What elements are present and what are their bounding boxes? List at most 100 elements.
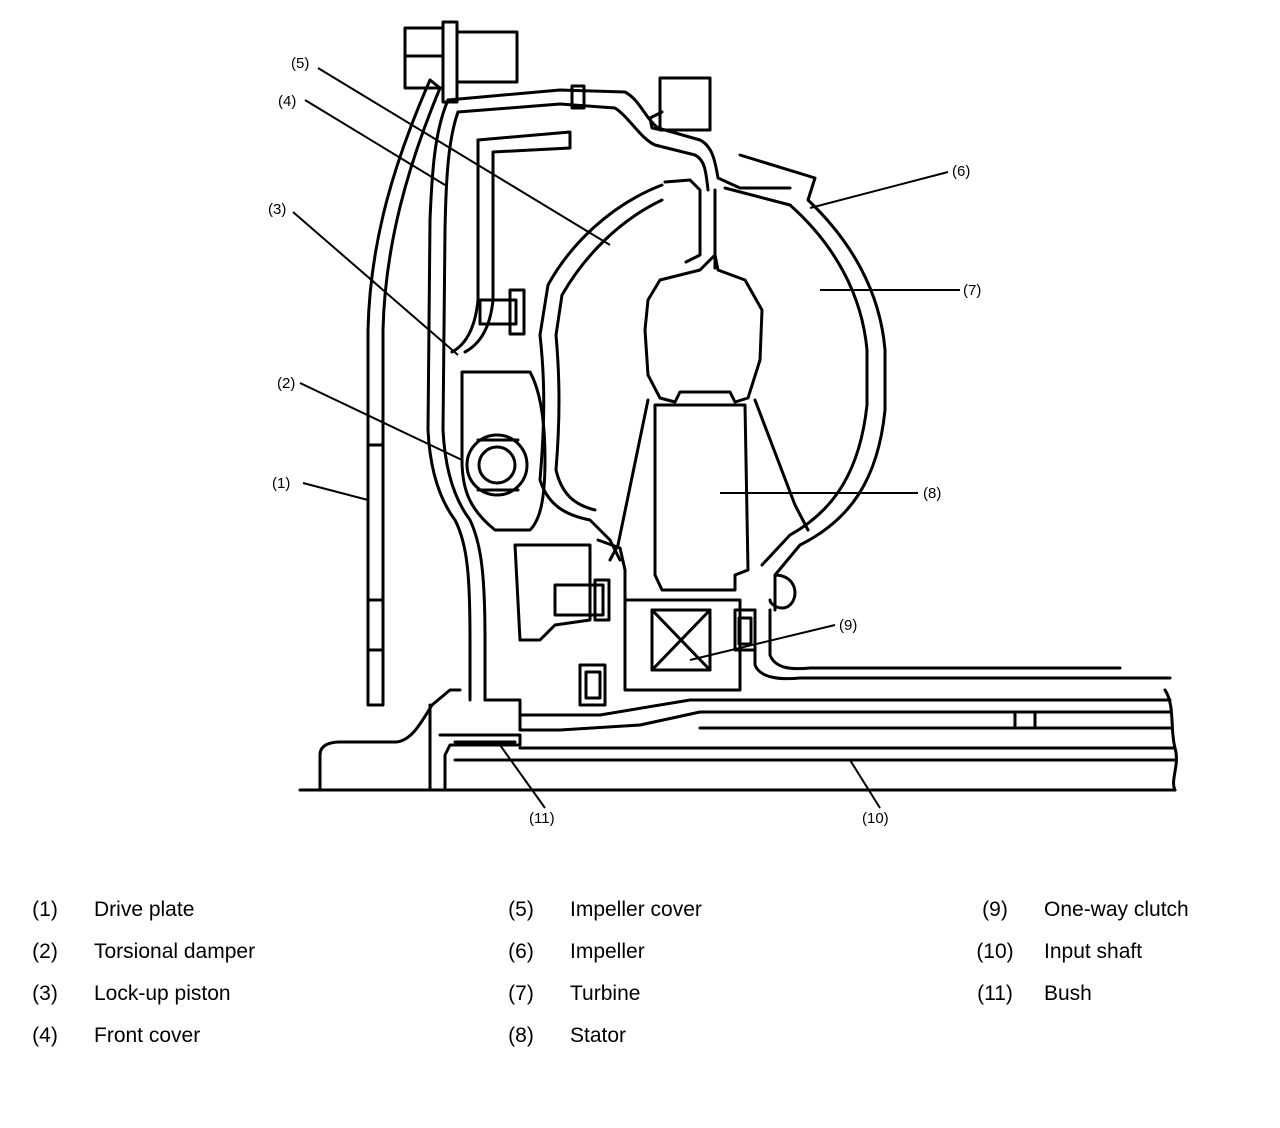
- legend-number: (4): [32, 1024, 58, 1047]
- legend-item-one-way-clutch: (9) One-way clutch: [960, 895, 1260, 925]
- legend-number: (3): [32, 982, 58, 1005]
- legend-number: (7): [508, 982, 534, 1005]
- lock-up-piston: [463, 130, 572, 354]
- converter-neck: [483, 698, 1172, 732]
- crank-flange: [318, 688, 462, 757]
- legend-label: Drive plate: [94, 898, 195, 921]
- legend-label: Torsional damper: [94, 940, 256, 963]
- leader-6: [809, 171, 949, 209]
- legend-number: (8): [508, 1024, 534, 1047]
- piston-rivet: [478, 298, 518, 326]
- callout-6: (6): [952, 163, 970, 180]
- oil-seal-left: [578, 663, 607, 707]
- legend-item-bush: (11) Bush: [960, 979, 1260, 1009]
- legend-label: Lock-up piston: [94, 982, 231, 1005]
- stator-blade-left: [608, 398, 650, 562]
- legend-item-drive-plate: (1) Drive plate: [10, 895, 410, 925]
- impeller-shell-inner: [723, 186, 869, 567]
- piston-rivet-cap: [508, 288, 526, 336]
- torque-converter-diagram: (1) (2) (3) (4) (5) (6) (7) (8) (9) (10)…: [268, 20, 1178, 827]
- drive-plate: [366, 78, 442, 707]
- one-way-clutch-x2: [650, 608, 712, 672]
- stator-hub-bar: [596, 538, 627, 602]
- turbine-hub: [513, 543, 592, 642]
- legend-label: Front cover: [94, 1024, 201, 1047]
- impeller-shell-outer: [738, 153, 887, 612]
- clutch-seal-inner: [737, 616, 753, 646]
- legend-label: Impeller cover: [570, 898, 702, 921]
- legend-number: (10): [976, 940, 1014, 963]
- impeller-hub-sleeve: [753, 608, 1172, 681]
- mounting-bolt-shank: [455, 30, 519, 84]
- legend-number: (2): [32, 940, 58, 963]
- legend-item-torsional-damper: (2) Torsional damper: [10, 937, 410, 967]
- legend-number: (1): [32, 898, 58, 921]
- hub-rivet: [553, 583, 605, 617]
- leader-3: [292, 211, 459, 356]
- front-cover-outer: [446, 88, 792, 190]
- leader-11: [499, 744, 546, 809]
- bush-sleeve: [438, 733, 522, 792]
- clutch-race-outer: [623, 598, 742, 692]
- callout-2: (2): [277, 375, 295, 392]
- callout-11: (11): [529, 810, 555, 827]
- legend-item-front-cover: (4) Front cover: [10, 1021, 410, 1051]
- damper-spring-outer: [465, 433, 529, 497]
- leader-4: [304, 99, 446, 186]
- legend-item-lock-up-piston: (3) Lock-up piston: [10, 979, 410, 1009]
- mounting-bolt-head: [403, 26, 445, 90]
- legend-number: (6): [508, 940, 534, 963]
- front-cover-inner: [456, 102, 710, 192]
- hub-rivet-cap: [593, 578, 611, 622]
- turbine-shell-outer: [663, 178, 702, 264]
- legend-number: (11): [977, 982, 1013, 1005]
- legend-item-impeller: (6) Impeller: [486, 937, 886, 967]
- callout-9: (9): [839, 617, 857, 634]
- turbine-shroud: [643, 253, 764, 404]
- legend-number: (9): [982, 898, 1008, 921]
- callout-10: (10): [862, 810, 889, 827]
- turbine-shell-inner: [554, 198, 664, 512]
- legend-label: Turbine: [570, 982, 641, 1005]
- impeller-hub-bulge: [768, 573, 797, 610]
- impeller-hub-sleeve-inner: [768, 608, 1122, 671]
- turbine-shell: [538, 183, 664, 562]
- callout-3: (3): [268, 201, 286, 218]
- crank-flange-body: [318, 703, 432, 792]
- callout-7: (7): [963, 282, 981, 299]
- legend-item-input-shaft: (10) Input shaft: [960, 937, 1260, 967]
- leader-9: [689, 624, 836, 661]
- lock-up-piston-2: [450, 138, 480, 354]
- impeller-cover-boss: [658, 76, 712, 132]
- leader-2: [299, 382, 463, 461]
- leader-1: [302, 482, 369, 501]
- leader-10: [849, 759, 881, 809]
- callout-4: (4): [278, 93, 296, 110]
- legend-label: One-way clutch: [1044, 898, 1189, 921]
- leader-5: [317, 67, 611, 246]
- impeller-cover-boss-link: [648, 110, 664, 132]
- callout-8: (8): [923, 485, 941, 502]
- front-cover-tab: [570, 84, 586, 110]
- mounting-bolt-nut: [441, 20, 459, 104]
- legend-label: Stator: [570, 1024, 627, 1047]
- damper-housing: [460, 370, 547, 532]
- legend-label: Bush: [1044, 982, 1092, 1005]
- input-shaft-break: [1163, 688, 1178, 792]
- legend-item-impeller-cover: (5) Impeller cover: [486, 895, 886, 925]
- legend-item-turbine: (7) Turbine: [486, 979, 886, 1009]
- damper-spring-inner: [477, 445, 517, 485]
- damper-spring-detail: [476, 438, 520, 492]
- legend-item-stator: (8) Stator: [486, 1021, 886, 1051]
- front-cover-web-inner: [441, 110, 487, 702]
- front-cover-web: [426, 98, 472, 702]
- legend-number: (5): [508, 898, 534, 921]
- one-way-clutch-cage: [650, 608, 712, 672]
- stator-body: [653, 403, 750, 592]
- oil-seal-left-inner: [584, 670, 602, 700]
- legend-label: Impeller: [570, 940, 645, 963]
- legend-label: Input shaft: [1044, 940, 1143, 963]
- callout-1: (1): [272, 475, 290, 492]
- converter-neck-2: [518, 698, 1172, 717]
- stator-blade-right: [753, 398, 810, 532]
